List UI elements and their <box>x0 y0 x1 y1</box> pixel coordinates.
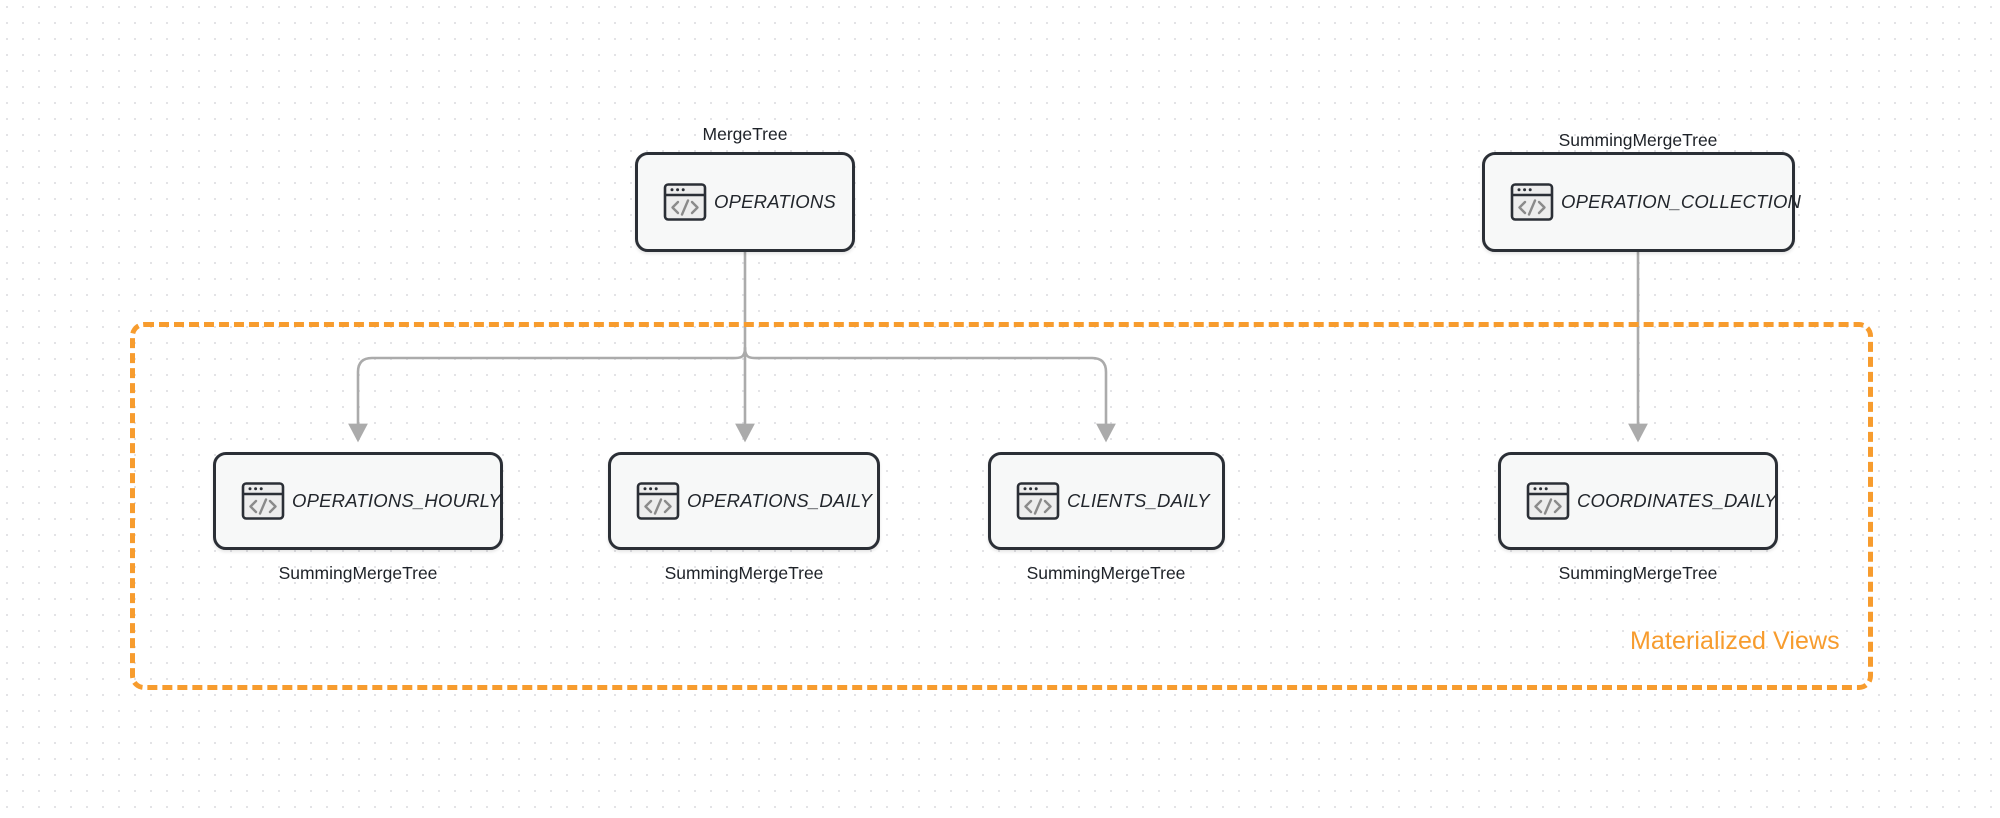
code-window-icon <box>1016 482 1060 520</box>
engine-label-operation-collection: SummingMergeTree <box>1558 130 1718 150</box>
node-coordinates-daily-title: COORDINATES_DAILY <box>1577 490 1777 511</box>
engine-label-operations: MergeTree <box>702 124 788 144</box>
materialized-views-group <box>130 322 1873 690</box>
engine-label-clients-daily: SummingMergeTree <box>1026 563 1186 583</box>
engine-label-coordinates-daily: SummingMergeTree <box>1558 563 1718 583</box>
node-operations-daily[interactable]: OPERATIONS_DAILY <box>608 452 880 550</box>
materialized-views-label: Materialized Views <box>1630 627 1840 655</box>
node-operation-collection[interactable]: OPERATION_COLLECTION <box>1482 152 1801 252</box>
node-operations-daily-title: OPERATIONS_DAILY <box>687 490 873 511</box>
node-coordinates-daily[interactable]: COORDINATES_DAILY <box>1498 452 1778 550</box>
node-operations[interactable]: OPERATIONS <box>635 152 855 252</box>
node-operations-hourly-title: OPERATIONS_HOURLY <box>292 490 502 511</box>
node-operation-collection-title: OPERATION_COLLECTION <box>1561 191 1802 212</box>
code-window-icon <box>636 482 680 520</box>
node-clients-daily[interactable]: CLIENTS_DAILY <box>988 452 1225 550</box>
node-operations-hourly[interactable]: OPERATIONS_HOURLY <box>213 452 503 550</box>
code-window-icon <box>1510 183 1554 221</box>
node-operations-title: OPERATIONS <box>714 191 836 212</box>
engine-label-operations-daily: SummingMergeTree <box>664 563 824 583</box>
code-window-icon <box>663 183 707 221</box>
engine-label-operations-hourly: SummingMergeTree <box>278 563 438 583</box>
code-window-icon <box>241 482 285 520</box>
code-window-icon <box>1526 482 1570 520</box>
node-clients-daily-title: CLIENTS_DAILY <box>1067 490 1210 511</box>
